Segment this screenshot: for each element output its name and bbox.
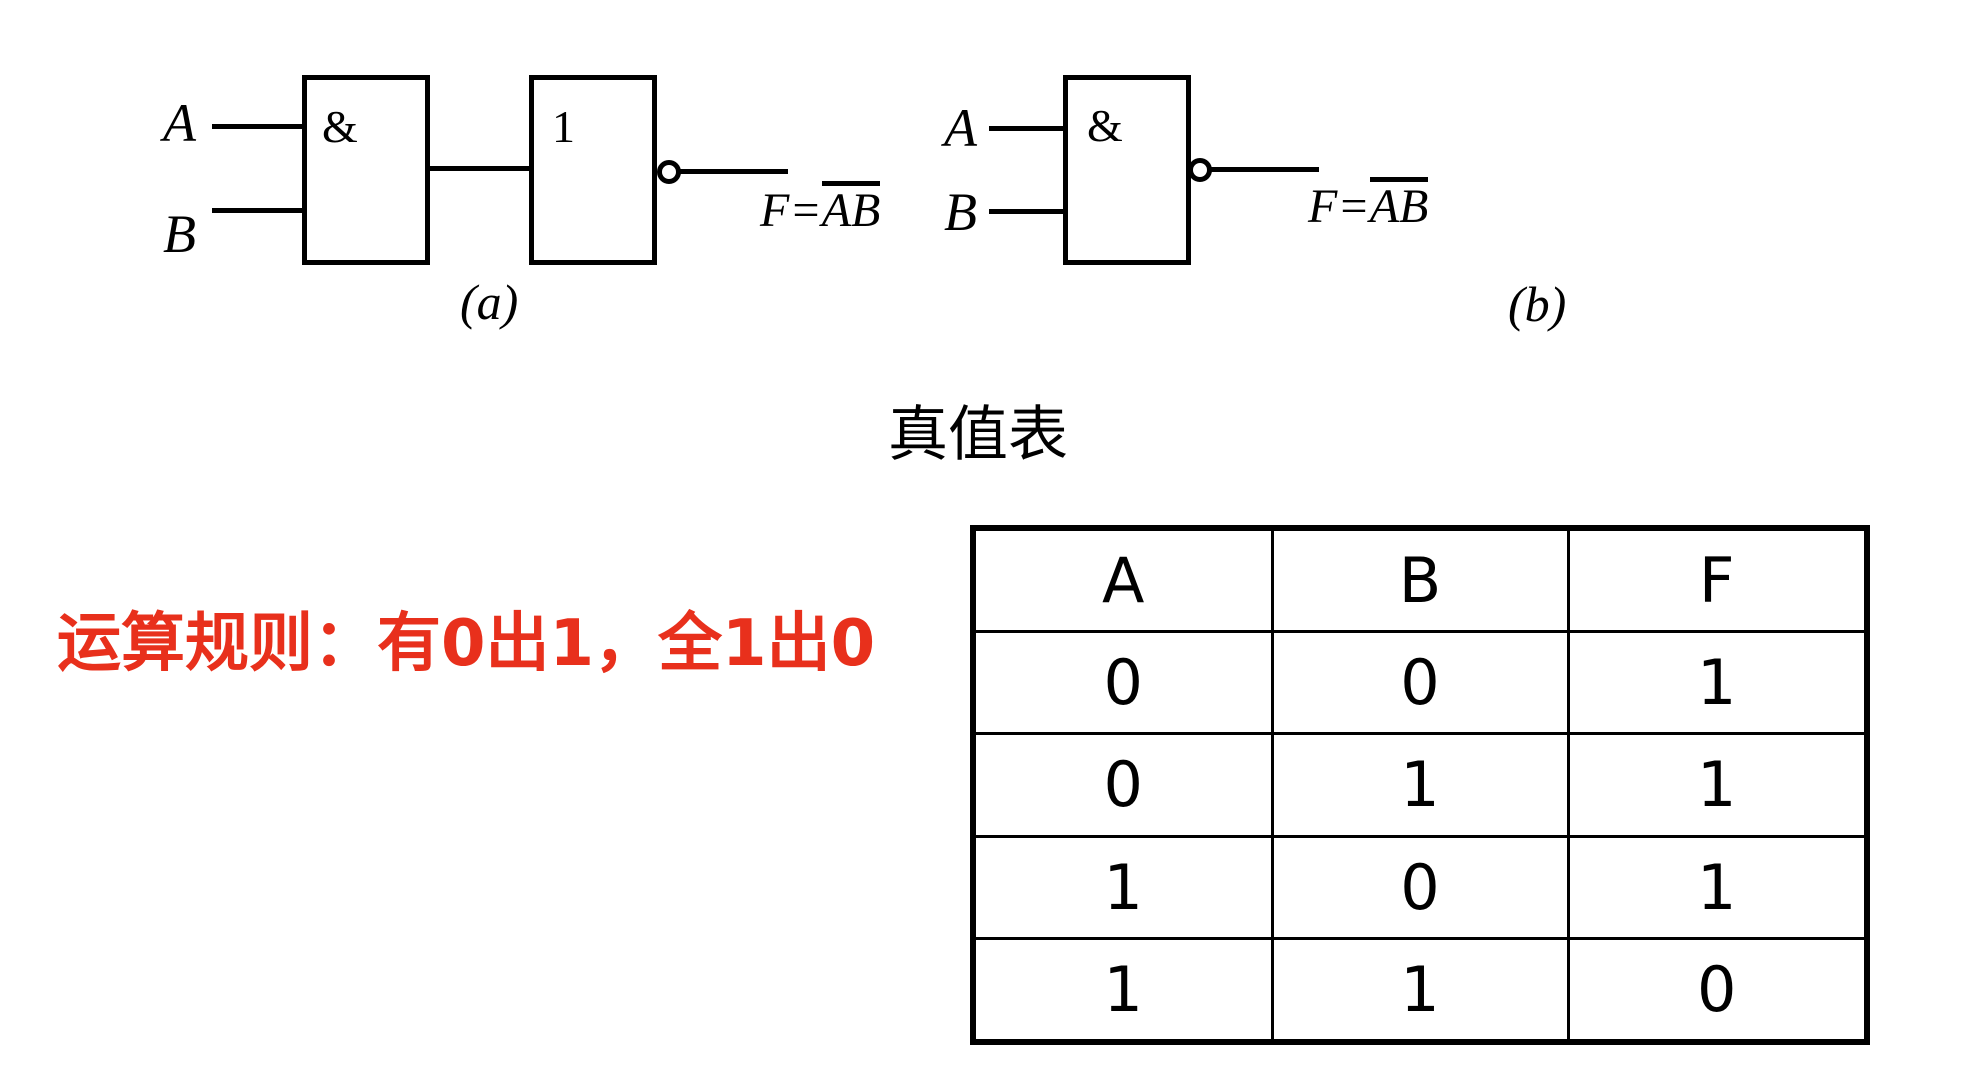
interconnect-wire-a <box>430 166 531 171</box>
inversion-bubble-b <box>1188 158 1212 182</box>
table-header-row: A B F <box>976 531 1864 633</box>
input-label-a-B: B <box>163 204 196 264</box>
cell-B: 1 <box>1270 732 1570 838</box>
column-header-A: A <box>976 531 1274 633</box>
output-expression-b-prefix: F= <box>1308 180 1370 233</box>
cell-B: 0 <box>1270 834 1570 941</box>
input-label-b-B: B <box>944 182 977 242</box>
cell-F: 0 <box>1566 937 1864 1039</box>
cell-A: 0 <box>976 629 1274 736</box>
operation-rule-text: 运算规则：有0出1，全1出0 <box>57 607 876 681</box>
column-header-F: F <box>1566 531 1864 633</box>
not-gate-symbol-a: 1 <box>552 101 575 152</box>
input-label-b-A: A <box>944 98 977 158</box>
output-wire-b <box>1211 167 1319 172</box>
cell-A: 1 <box>976 937 1274 1039</box>
cell-B: 0 <box>1270 629 1570 736</box>
input-wire-b-A <box>989 126 1065 131</box>
cell-A: 1 <box>976 834 1274 941</box>
output-expression-a: F=AB <box>760 181 881 237</box>
output-wire-a <box>680 169 788 174</box>
caption-b: (b) <box>1508 276 1567 332</box>
table-row: 0 1 1 <box>976 732 1864 838</box>
output-expression-a-overlined: AB <box>821 181 881 235</box>
cell-F: 1 <box>1566 834 1864 941</box>
nand-gate-symbol-b: & <box>1087 100 1123 151</box>
truth-table: A B F 0 0 1 0 1 1 1 0 1 1 1 0 <box>970 525 1870 1045</box>
output-expression-a-prefix: F= <box>760 184 822 237</box>
caption-a: (a) <box>460 274 519 330</box>
table-row: 1 1 0 <box>976 937 1864 1039</box>
cell-F: 1 <box>1566 629 1864 736</box>
not-gate-box-a <box>529 75 657 265</box>
truth-table-title: 真值表 <box>888 400 1068 470</box>
input-label-a-A: A <box>163 93 196 153</box>
table-row: 1 0 1 <box>976 834 1864 941</box>
column-header-B: B <box>1270 531 1570 633</box>
output-expression-b: F=AB <box>1308 177 1429 233</box>
and-gate-box-a <box>302 75 430 265</box>
input-wire-b-B <box>989 209 1065 214</box>
cell-F: 1 <box>1566 732 1864 838</box>
input-wire-a-A <box>212 124 304 129</box>
cell-A: 0 <box>976 732 1274 838</box>
table-row: 0 0 1 <box>976 629 1864 736</box>
cell-B: 1 <box>1270 937 1570 1039</box>
nand-gate-box-b <box>1063 75 1191 265</box>
input-wire-a-B <box>212 208 304 213</box>
and-gate-symbol-a: & <box>322 101 358 152</box>
inversion-bubble-a <box>657 160 681 184</box>
output-expression-b-overlined: AB <box>1369 177 1429 231</box>
